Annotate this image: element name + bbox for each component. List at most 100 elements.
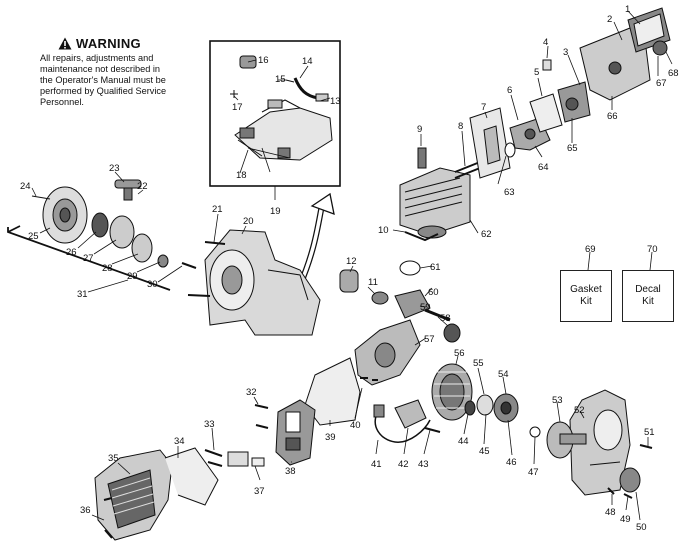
warning-line: All repairs, adjustments and [40, 53, 154, 63]
switch-housing-part [275, 399, 316, 466]
fan-housing-part [204, 229, 321, 336]
starter-assembly-bracket [7, 225, 171, 291]
callout-number: 52 [574, 405, 585, 416]
callout-number: 58 [440, 313, 451, 324]
kit-label: Gasket [570, 284, 602, 295]
switch-plate-part [227, 451, 249, 467]
callout-number: 48 [605, 507, 616, 518]
warning-line: the Operator's Manual must be [40, 75, 166, 85]
muffler-gasket-part [469, 107, 511, 179]
callout-number: 46 [506, 457, 517, 468]
callout-number: 54 [498, 369, 509, 380]
clutch-washer-part [529, 426, 541, 438]
callout-number: 44 [458, 436, 469, 447]
clutch-sleeve-part [476, 394, 494, 416]
callout-number: 37 [254, 486, 265, 497]
fuel-tank-part [234, 99, 333, 161]
flywheel-part [431, 363, 473, 421]
callout-number: 10 [378, 225, 389, 236]
callout-number: 20 [243, 216, 254, 227]
callout-number: 18 [236, 170, 247, 181]
callout-number: 49 [620, 514, 631, 525]
piston-part [339, 269, 359, 293]
callout-number: 32 [246, 387, 257, 398]
callout-number: 45 [479, 446, 490, 457]
callout-number: 65 [567, 143, 578, 154]
starter-dog-part [157, 254, 169, 268]
callout-number: 21 [212, 204, 223, 215]
callout-number: 26 [66, 247, 77, 258]
kit-number: 70 [647, 244, 658, 255]
callout-number: 1 [625, 4, 630, 15]
callout-number: 39 [325, 432, 336, 443]
callout-number: 2 [607, 14, 612, 25]
cover-bracket-part [164, 447, 219, 506]
kit-number-labels: 69 70 [585, 244, 658, 255]
callout-number: 12 [346, 256, 357, 267]
grommet-part [239, 127, 291, 159]
callout-number: 68 [668, 68, 679, 79]
starter-handle-part [114, 179, 142, 201]
callout-number: 6 [507, 85, 512, 96]
callout-number: 33 [204, 419, 215, 430]
callout-number: 40 [350, 420, 361, 431]
kit-label: Kit [580, 296, 592, 307]
callout-number: 19 [270, 206, 281, 217]
callout-number: 62 [481, 229, 492, 240]
callout-number: 66 [607, 111, 618, 122]
callout-number: 59 [420, 302, 431, 313]
callout-number: 5 [534, 67, 539, 78]
clutch-drum-housing-part [569, 389, 641, 496]
warning-title: WARNING [76, 36, 141, 51]
callout-number: 3 [563, 47, 568, 58]
warning-line: maintenance not described in [40, 64, 161, 74]
callout-number: 23 [109, 163, 120, 174]
kit-label: Kit [642, 296, 654, 307]
callout-number: 63 [504, 187, 515, 198]
callout-number: 34 [174, 436, 185, 447]
callout-number: 9 [417, 124, 422, 135]
warning-line: Personnel. [40, 97, 84, 107]
callout-number: 7 [481, 102, 486, 113]
knob-part [652, 40, 668, 56]
callout-number: 53 [552, 395, 563, 406]
clutch-assembly-part [493, 393, 519, 423]
callout-number: 50 [636, 522, 647, 533]
callout-number: 42 [398, 459, 409, 470]
warning-notice: WARNING All repairs, adjustments and mai… [40, 36, 210, 108]
crankcase-part [354, 319, 421, 386]
warning-title-row: WARNING [58, 36, 210, 51]
callout-number: 43 [418, 459, 429, 470]
primer-bulb-part [542, 59, 552, 71]
warning-line: performed by Qualified Service [40, 86, 167, 96]
callout-number: 17 [232, 102, 243, 113]
callout-number: 29 [127, 271, 138, 282]
callout-number: 51 [644, 427, 655, 438]
callout-number: 55 [473, 358, 484, 369]
callout-number: 35 [108, 453, 119, 464]
washer-part [464, 400, 476, 416]
spark-plug-part [417, 147, 427, 169]
ignition-module-part [373, 399, 431, 443]
callout-number: 57 [424, 334, 435, 345]
callout-number: 22 [137, 181, 148, 192]
crankshaft-seal-part [399, 260, 421, 276]
callout-number: 30 [147, 279, 158, 290]
starter-pulley-part [109, 215, 135, 249]
kit-number: 69 [585, 244, 596, 255]
rewind-spring-part [91, 212, 109, 238]
callout-number: 13 [330, 96, 341, 107]
crankshaft-part [394, 289, 451, 322]
callout-number: 27 [83, 253, 94, 264]
carburetor-part [557, 81, 591, 123]
warning-triangle-icon [58, 37, 72, 50]
callout-number: 61 [430, 262, 441, 273]
callout-number: 25 [28, 231, 39, 242]
fuel-line-part [293, 77, 329, 102]
callout-number: 67 [656, 78, 667, 89]
callout-labels: 1 2 3 4 5 6 7 8 9 10 11 12 13 14 15 16 1… [20, 4, 679, 533]
